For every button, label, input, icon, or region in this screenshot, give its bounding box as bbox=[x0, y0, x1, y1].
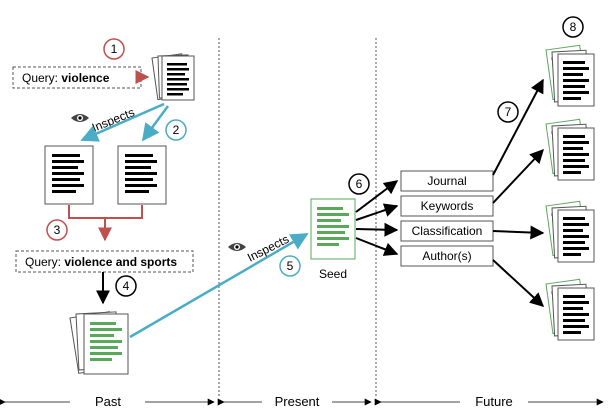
timeline-future: Future bbox=[374, 394, 604, 409]
svg-text:Future: Future bbox=[475, 394, 513, 409]
inspected-doc-left bbox=[44, 145, 94, 205]
arrow-classification-to-stack-3 bbox=[492, 225, 545, 240]
attribute-journal: Journal bbox=[400, 170, 494, 192]
svg-text:Journal: Journal bbox=[427, 174, 466, 188]
eye-icon bbox=[228, 243, 246, 251]
step-1-badge: 1 bbox=[103, 38, 125, 60]
arrow-results-to-doc-right bbox=[141, 105, 170, 142]
step-8-badge: 8 bbox=[562, 16, 584, 38]
query-box-violence: Query: violence bbox=[12, 66, 142, 89]
step-5-badge: 5 bbox=[279, 255, 301, 277]
svg-text:Keywords: Keywords bbox=[421, 199, 474, 213]
svg-text:Query: violence: Query: violence bbox=[22, 71, 110, 85]
timeline-present: Present bbox=[217, 394, 372, 409]
svg-text:8: 8 bbox=[570, 20, 577, 34]
arrow-authors-to-stack-4 bbox=[492, 259, 545, 307]
arrow-results-to-doc-left bbox=[80, 102, 165, 142]
future-stack-3 bbox=[545, 200, 595, 263]
arrow-seed-to-classification bbox=[355, 222, 399, 237]
query-box-violence-and-sports: Query: violence and sports bbox=[15, 250, 194, 273]
step-3-badge: 3 bbox=[46, 219, 68, 241]
svg-text:6: 6 bbox=[356, 177, 363, 191]
arrow-seed-to-authors bbox=[355, 237, 399, 256]
attribute-keywords: Keywords bbox=[400, 195, 494, 217]
step-7-badge: 7 bbox=[497, 101, 519, 123]
eye-icon bbox=[71, 114, 89, 122]
inspected-doc-right bbox=[117, 145, 167, 205]
step-6-badge: 6 bbox=[348, 173, 370, 195]
svg-text:Present: Present bbox=[275, 394, 320, 409]
svg-text:3: 3 bbox=[54, 223, 61, 237]
svg-text:5: 5 bbox=[287, 259, 294, 273]
svg-text:Past: Past bbox=[95, 394, 121, 409]
merge-bracket bbox=[68, 205, 143, 242]
attribute-authors: Author(s) bbox=[400, 245, 494, 267]
arrow-seed-to-keywords bbox=[355, 203, 399, 221]
svg-text:Author(s): Author(s) bbox=[422, 249, 471, 263]
svg-text:2: 2 bbox=[173, 123, 180, 137]
arrow-keywords-to-stack-2 bbox=[492, 148, 544, 204]
step-4-badge: 4 bbox=[115, 275, 137, 297]
results-stack-2 bbox=[69, 311, 129, 375]
future-stack-2 bbox=[545, 118, 595, 181]
future-stack-4 bbox=[545, 278, 595, 341]
svg-text:Classification: Classification bbox=[412, 224, 483, 238]
future-stack-1 bbox=[545, 44, 595, 107]
arrow-journal-to-stack-1 bbox=[492, 78, 544, 176]
svg-text:7: 7 bbox=[505, 105, 512, 119]
svg-text:4: 4 bbox=[123, 279, 130, 293]
timeline-past: Past bbox=[0, 394, 215, 409]
svg-text:1: 1 bbox=[111, 42, 118, 56]
arrow-results-to-seed bbox=[129, 232, 309, 339]
arrow-seed-to-journal bbox=[355, 180, 399, 213]
seed-label: Seed bbox=[319, 267, 347, 281]
seed-document bbox=[310, 198, 356, 260]
attribute-classification: Classification bbox=[400, 220, 494, 242]
svg-text:Query: violence and sports: Query: violence and sports bbox=[25, 255, 177, 269]
step-2-badge: 2 bbox=[165, 119, 187, 141]
results-stack-1 bbox=[151, 53, 195, 101]
